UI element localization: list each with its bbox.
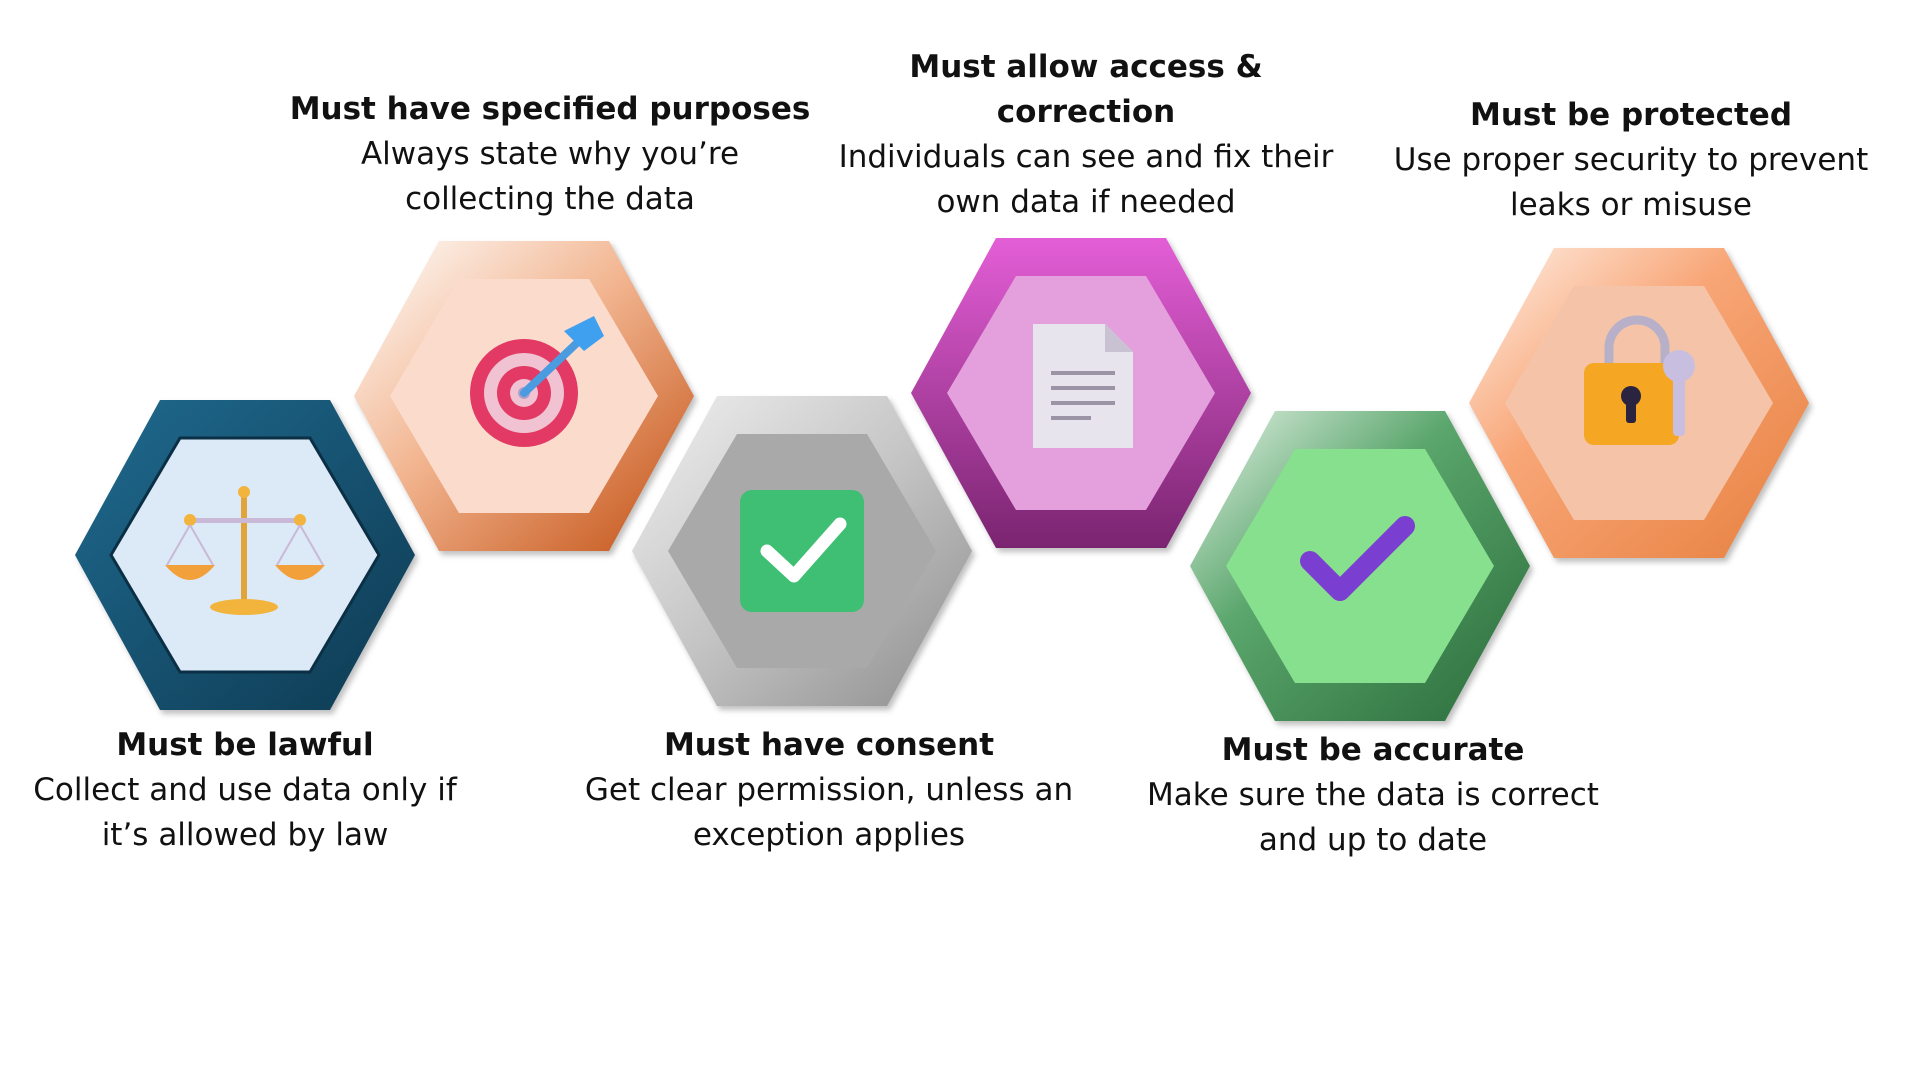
hexagon-consent: [632, 396, 972, 706]
principle-title: Must have consent: [663, 727, 995, 763]
document-icon: [1033, 324, 1133, 448]
hexagon-protected: [1469, 248, 1809, 558]
principle-title: Must have specified purposes: [289, 91, 811, 127]
principle-title: Must be protected: [1469, 97, 1793, 133]
principle-protected: Must be protected Use proper security to…: [1351, 93, 1911, 228]
principle-consent: Must have consent Get clear permission, …: [549, 723, 1109, 858]
principle-description: Always state why you’re collecting the d…: [360, 136, 740, 217]
target-icon: [470, 316, 604, 447]
principle-title: Must be lawful: [116, 727, 374, 763]
scales-icon: [165, 486, 325, 615]
checkmark-icon: [1300, 516, 1415, 601]
principle-accurate: Must be accurate Make sure the data is c…: [1093, 728, 1653, 863]
principle-description: Collect and use data only if it’s allowe…: [33, 772, 457, 853]
principle-purposes: Must have specified purposes Always stat…: [270, 87, 830, 222]
hexagon-access: [911, 238, 1251, 548]
principle-description: Use proper security to prevent leaks or …: [1393, 142, 1869, 223]
principle-description: Get clear permission, unless an exceptio…: [584, 772, 1074, 853]
principle-title: Must allow access & correction: [909, 49, 1263, 130]
principle-description: Individuals can see and fix their own da…: [838, 139, 1334, 220]
lock-key-icon: [1584, 315, 1695, 445]
principle-title: Must be accurate: [1221, 732, 1525, 768]
hexagon-purposes: [354, 241, 694, 551]
principle-lawful: Must be lawful Collect and use data only…: [0, 723, 525, 858]
hexagon-lawful: [75, 400, 415, 710]
hexagon-accurate: [1190, 411, 1530, 721]
principle-access: Must allow access & correction Individua…: [806, 45, 1366, 225]
checkbox-icon: [740, 490, 864, 612]
principle-description: Make sure the data is correct and up to …: [1147, 777, 1599, 858]
